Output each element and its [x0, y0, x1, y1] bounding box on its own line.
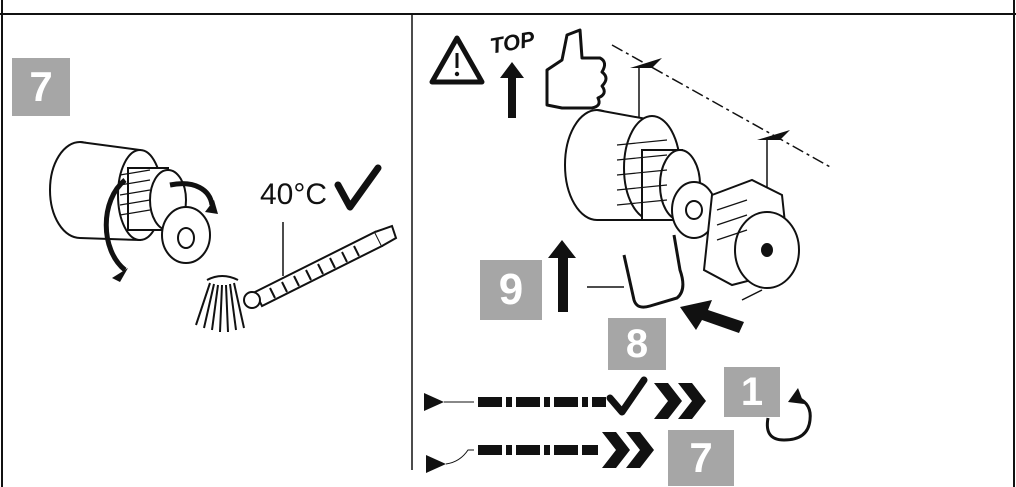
double-chevron-icon	[654, 383, 682, 419]
axis-dashed-line	[611, 44, 833, 169]
arrow-head-icon	[205, 200, 218, 214]
right-illustration	[424, 28, 833, 473]
rotate-arrows-icon	[103, 178, 215, 272]
marker-triangle-icon	[630, 58, 662, 68]
arrow-up-icon	[548, 240, 576, 312]
step-badge-7-return: 7	[668, 430, 734, 486]
arrow-up-icon	[500, 62, 524, 118]
retaining-clip	[622, 234, 685, 309]
step-badge-7: 7	[12, 58, 70, 116]
checkmark-icon	[334, 164, 382, 211]
temperature-label: 40°C	[260, 178, 328, 211]
step-badge-1: 1	[724, 367, 780, 417]
step-badge-8: 8	[608, 318, 666, 370]
marker-triangle-icon	[757, 130, 790, 140]
right-panel: TOP 9 8 1 7	[412, 0, 1016, 487]
warning-triangle-icon	[429, 35, 485, 85]
arrow-push-icon	[680, 300, 744, 333]
cartridge-insert	[702, 178, 800, 289]
flow-line-fail	[426, 432, 654, 473]
cartridge-body	[564, 109, 717, 239]
double-chevron-icon	[602, 432, 630, 468]
cartridge-rotate-illustration	[49, 141, 398, 333]
water-spray-icon	[195, 275, 245, 333]
checkmark-icon	[606, 376, 648, 416]
cartridge-body	[49, 141, 211, 264]
thumbs-up-icon	[545, 28, 608, 110]
loop-arrow-icon	[765, 388, 812, 442]
left-panel: 7	[0, 0, 412, 487]
step-badge-9: 9	[480, 260, 542, 320]
arrow-head-icon	[112, 268, 128, 282]
thermometer-icon	[243, 222, 398, 309]
flow-line-ok	[424, 376, 706, 419]
